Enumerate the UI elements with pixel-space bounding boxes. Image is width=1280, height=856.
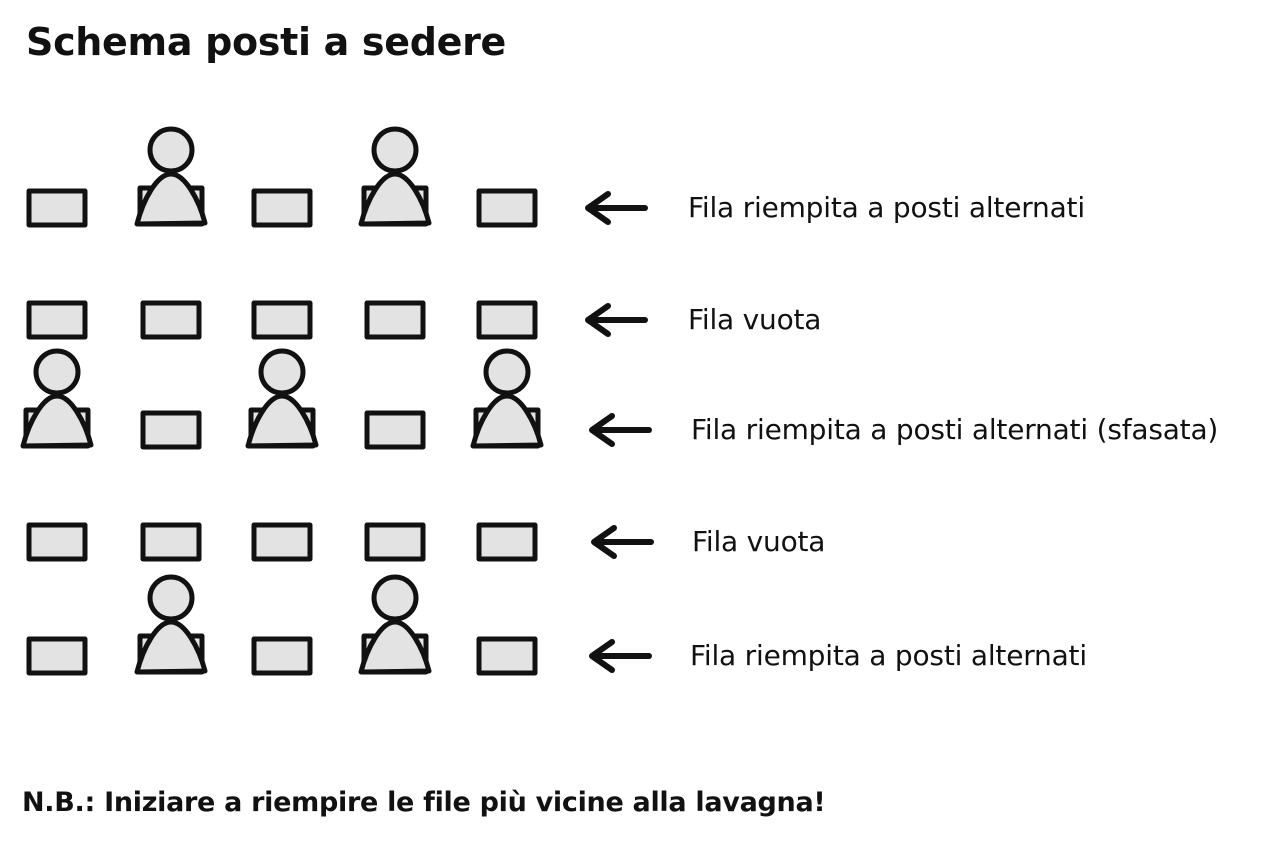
desk-icon [476,300,538,340]
desk-icon [251,636,313,676]
desk-icon [26,636,88,676]
desk-icon [251,300,313,340]
desk-icon [251,188,313,228]
desk-icon [364,522,426,562]
seat-row-4 [26,522,654,562]
arrow-left-icon [591,525,654,559]
student-icon [134,126,208,227]
desk-icon [364,300,426,340]
desk-icon [476,636,538,676]
desk-icon [364,410,426,450]
seat-row-3 [20,348,652,450]
seat-row-2 [26,300,648,340]
desk-icon [26,188,88,228]
desk-icon [476,188,538,228]
student-icon [20,348,94,449]
page-title: Schema posti a sedere [26,20,506,64]
row-label: Fila riempita a posti alternati (sfasata… [691,413,1219,446]
arrow-left-icon [585,303,648,337]
arrow-left-icon [589,413,652,447]
desk-icon [251,522,313,562]
desk-icon [476,522,538,562]
row-label: Fila vuota [692,525,826,558]
student-icon [358,126,432,227]
seat-row-1 [26,126,648,228]
student-icon [134,574,208,675]
desk-icon [26,522,88,562]
row-label: Fila riempita a posti alternati [688,191,1085,224]
student-icon [470,348,544,449]
row-label: Fila riempita a posti alternati [690,639,1087,672]
student-icon [358,574,432,675]
desk-icon [140,410,202,450]
student-icon [245,348,319,449]
desk-icon [140,300,202,340]
footnote: N.B.: Iniziare a riempire le file più vi… [22,787,826,818]
arrow-left-icon [585,191,648,225]
desk-icon [140,522,202,562]
row-label: Fila vuota [688,303,822,336]
arrow-left-icon [589,639,652,673]
seat-row-5 [26,574,652,676]
desk-icon [26,300,88,340]
